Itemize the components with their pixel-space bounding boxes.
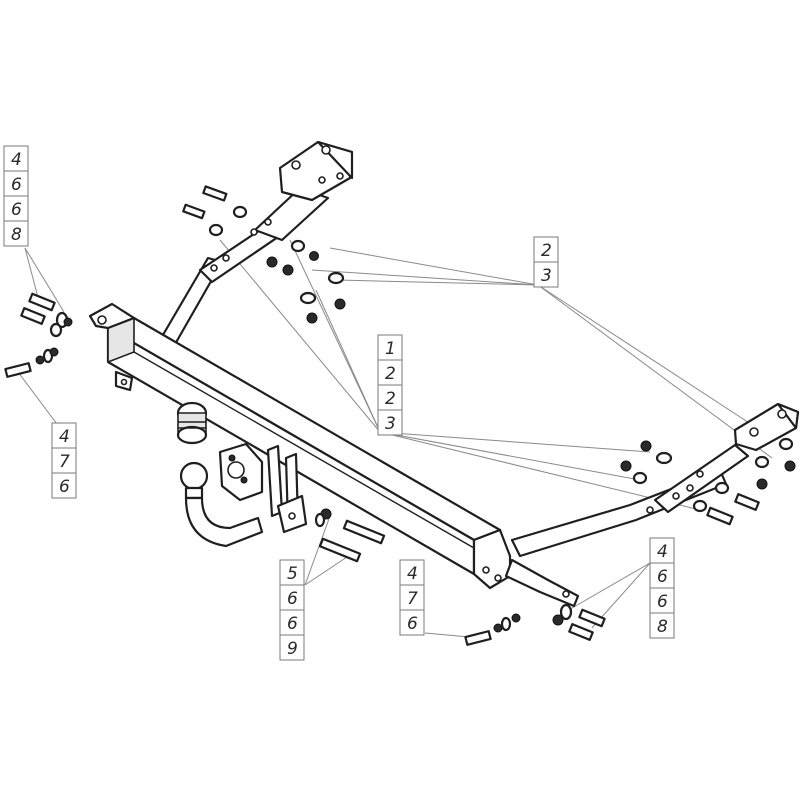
callout-number: 6 [657, 567, 668, 587]
callout-cell [279, 559, 305, 586]
callout-cell [3, 220, 29, 247]
tow-ball-assembly [176, 401, 308, 548]
callout-number: 8 [11, 225, 22, 245]
callout-cell [3, 170, 29, 197]
right-side-arm [510, 402, 800, 558]
callout-center: 1 2 2 3 [377, 334, 403, 436]
callout-number: 2 [385, 364, 396, 384]
bottom-fasteners [314, 508, 606, 646]
callout-cell [51, 472, 77, 499]
callout-number: 4 [657, 542, 668, 562]
callout-cell [51, 447, 77, 474]
callout-cell [399, 609, 425, 636]
callout-cell [51, 422, 77, 449]
callout-number: 8 [657, 617, 668, 637]
left-side-arm [158, 140, 354, 348]
callout-number: 6 [657, 592, 668, 612]
callout-number: 4 [407, 564, 418, 584]
left-fasteners [4, 292, 73, 378]
callout-cell [399, 559, 425, 586]
callout-number: 2 [541, 241, 552, 261]
callout-number: 9 [287, 639, 298, 659]
callout-top-right: 23 [533, 236, 559, 288]
callout-cell [377, 334, 403, 361]
callout-number: 4 [59, 427, 70, 447]
callout-bottom-mid: 4 7 6 [399, 559, 425, 636]
callout-number: 1 [385, 339, 396, 359]
callout-number: 2 [385, 389, 396, 409]
callout-cell [377, 409, 403, 436]
callout-number: 6 [407, 614, 418, 634]
callout-cell [533, 261, 559, 288]
right-fasteners [620, 437, 796, 526]
leader-lines [17, 239, 773, 639]
callout-number: 5 [287, 564, 298, 584]
callout-cell [377, 359, 403, 386]
callout-number: 7 [407, 589, 418, 609]
callout-top-left: 4 6 6 8 [3, 145, 29, 247]
cross-beam [88, 302, 580, 608]
callout-number: 7 [59, 452, 70, 472]
callout-number: 6 [59, 477, 70, 497]
callout-cell [279, 634, 305, 661]
callout-number: 6 [11, 175, 22, 195]
callout-number: 3 [541, 266, 552, 286]
callout-bottom-center: 5 6 6 9 [279, 559, 305, 661]
callout-number: 6 [287, 614, 298, 634]
callout-number: 6 [11, 200, 22, 220]
callout-cell [649, 587, 675, 614]
callout-bottom-right: 4 6 6 8 [649, 537, 675, 639]
callout-cell [279, 584, 305, 611]
callout-number: 4 [11, 150, 22, 170]
callout-left-mid: 4 7 6 [51, 422, 77, 499]
callout-number: 6 [287, 589, 298, 609]
callout-cell [3, 145, 29, 172]
callout-cell [649, 537, 675, 564]
top-fasteners [182, 185, 346, 324]
callout-cell [399, 584, 425, 611]
callout-cell [649, 612, 675, 639]
callout-number: 3 [385, 414, 396, 434]
callout-cell [649, 562, 675, 589]
